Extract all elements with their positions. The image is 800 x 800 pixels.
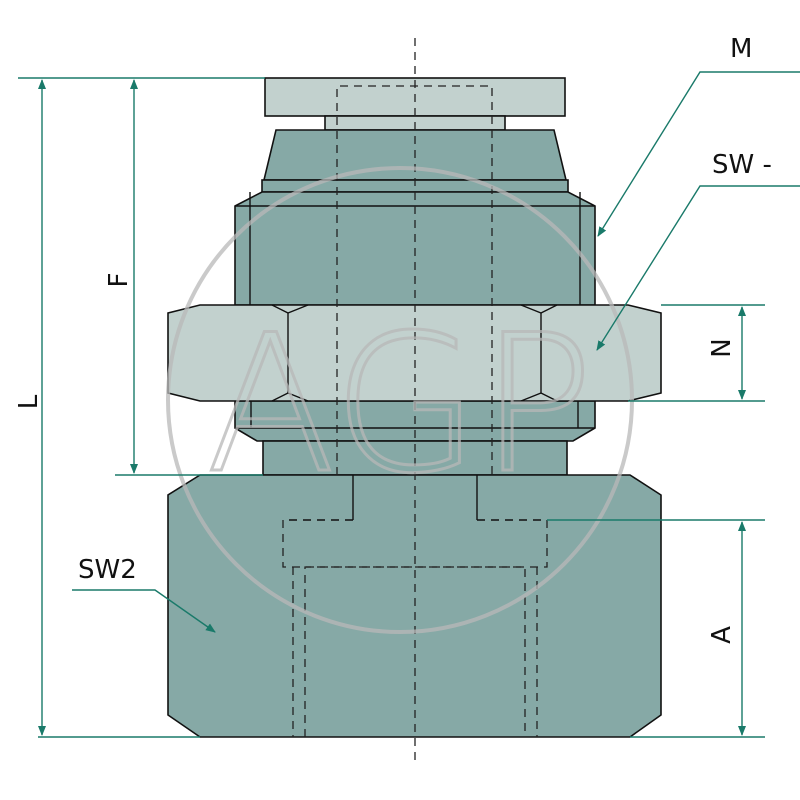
dimension-L: L [14,77,265,738]
label-A: A [707,626,737,644]
label-F: F [104,273,134,288]
leader-SW2: SW2 [72,555,216,633]
agp-watermark-logo: AGP [166,166,634,634]
label-N: N [707,338,737,357]
label-L: L [14,394,44,409]
dimension-F: F [104,79,263,476]
label-SW: SW - [712,150,772,180]
leader-M: M [597,34,800,237]
dimension-A: A [547,519,765,738]
dimension-N: N [628,304,765,402]
leader-SW: SW - [596,150,800,351]
svg-text:AGP: AGP [206,294,594,515]
label-M: M [730,34,752,64]
label-SW2: SW2 [78,555,137,585]
